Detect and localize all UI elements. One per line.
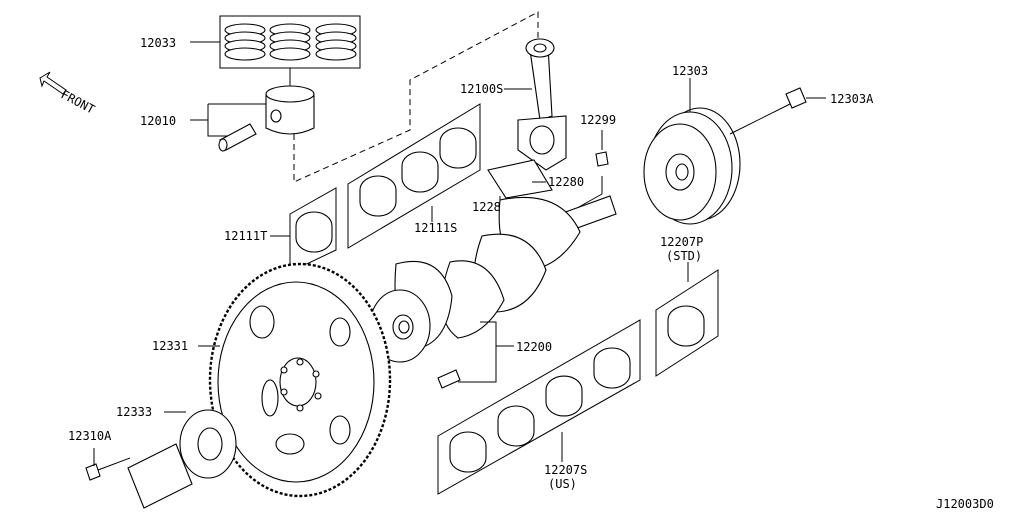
main-bearing-set bbox=[347, 103, 481, 249]
bearing-us-set bbox=[437, 319, 641, 495]
callout-pin: 12299 bbox=[580, 113, 616, 127]
main-bearing-upper bbox=[270, 187, 337, 273]
callout-plate: 12333 bbox=[116, 405, 152, 419]
diagram-code: J12003D0 bbox=[936, 497, 994, 511]
callout-bearing-us-code: 12207S bbox=[544, 463, 587, 477]
connecting-rod bbox=[487, 38, 567, 199]
callout-bearing-std-code: 12207P bbox=[660, 235, 703, 249]
callout-piston-rings: 12033 bbox=[140, 36, 176, 50]
crank-pulley bbox=[643, 78, 741, 225]
callout-piston: 12010 bbox=[140, 114, 176, 128]
assembly-leader bbox=[293, 11, 539, 183]
callout-pulley-bolt: 12303A bbox=[830, 92, 874, 106]
callout-connecting-rod: 12100S bbox=[460, 82, 503, 96]
front-direction-arrow bbox=[39, 71, 67, 95]
callout-crankshaft: 12200 bbox=[516, 340, 552, 354]
pulley-bolt bbox=[729, 87, 826, 135]
piston bbox=[190, 68, 315, 152]
bearing-std bbox=[655, 262, 719, 377]
flywheel-bolt bbox=[85, 443, 193, 509]
crankshaft bbox=[369, 195, 617, 389]
callout-conrod-bearing-a: 12280 bbox=[548, 175, 584, 189]
pin bbox=[569, 130, 609, 213]
callout-main-bearing-upper: 12111T bbox=[224, 229, 267, 243]
callout-flywheel: 12331 bbox=[152, 339, 188, 353]
callout-flywheel-bolt: 12310A bbox=[68, 429, 112, 443]
callout-pulley: 12303 bbox=[672, 64, 708, 78]
front-label: FRONT bbox=[59, 87, 97, 116]
flywheel bbox=[198, 262, 392, 498]
reinforcement-plate bbox=[164, 409, 237, 479]
callout-bearing-us-sub: (US) bbox=[548, 477, 577, 491]
callout-bearing-std-sub: (STD) bbox=[666, 249, 702, 263]
piston-rings bbox=[190, 15, 361, 69]
callout-main-bearing-set: 12111S bbox=[414, 221, 457, 235]
